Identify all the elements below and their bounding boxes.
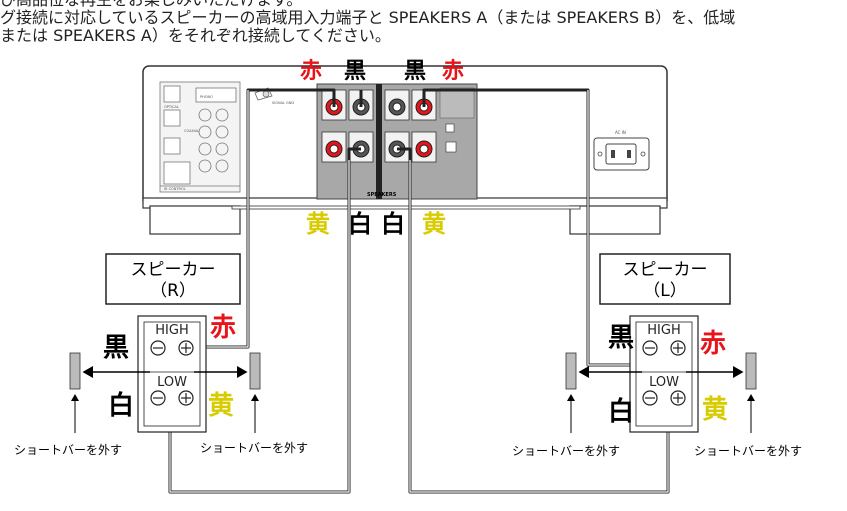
label-yellow-left: 黄: [306, 210, 330, 238]
speaker-l-shortbar-left-label: ショートバーを外す: [512, 444, 620, 458]
ac-inlet: AC IN: [593, 130, 650, 171]
speaker-r-white-label: 白: [108, 390, 134, 421]
speaker-l-red-label: 赤: [700, 329, 726, 359]
speaker-r-yellow-label: 黄: [208, 391, 234, 421]
speaker-l-black-label: 黒: [608, 323, 634, 353]
speaker-r-high-label: HIGH: [155, 323, 188, 338]
coaxial-label: COAXIAL: [184, 129, 199, 133]
intro-line-2: グ接続に対応しているスピーカーの高域用入力端子と SPEAKERS A（または …: [0, 8, 736, 27]
label-black-left: 黒: [344, 59, 366, 84]
intro-line-3: または SPEAKERS A）をそれぞれ接続してください。: [0, 26, 391, 45]
label-white-left: 白: [348, 210, 372, 238]
speaker-l-yellow-label: 黄: [702, 395, 728, 425]
speaker-l-name-line1: スピーカー: [623, 260, 708, 280]
input-jacks-area: [159, 81, 241, 193]
amp-foot-left: [149, 205, 241, 235]
speaker-r-shortbar-right-label: ショートバーを外す: [200, 441, 308, 455]
signal-gnd-label: SIGNAL GND: [272, 101, 294, 105]
speaker-r-terminal-plate: [137, 315, 207, 433]
label-yellow-right: 黄: [422, 210, 446, 238]
speaker-l-name-box: [599, 253, 731, 305]
speaker-l-shortbar-right-label: ショートバーを外す: [694, 444, 802, 458]
speaker-l-low-label: LOW: [649, 375, 679, 390]
speaker-l-shortbar-right: [686, 352, 757, 433]
ir-control-label: IR CONTROL: [164, 187, 186, 191]
speaker-l-name-line2: （L）: [643, 281, 686, 301]
amp-foot-right: [569, 205, 661, 235]
label-red-left: 赤: [300, 59, 322, 84]
speaker-l-high-label: HIGH: [647, 323, 680, 338]
speaker-l-white-label: 白: [608, 396, 634, 427]
speaker-r-shortbar-left: [69, 352, 150, 433]
speaker-r-red-label: 赤: [210, 313, 236, 343]
ac-in-label: AC IN: [615, 130, 626, 135]
speaker-r: スピーカー （R） HIGH LOW 黒 赤 白 黄 ショートバーを外す ショー…: [14, 253, 308, 457]
speaker-r-shortbar-left-label: ショートバーを外す: [14, 443, 122, 457]
speaker-r-low-label: LOW: [157, 375, 187, 390]
amplifier-rear-panel: OPTICAL COAXIAL IR CONTROL PHONO SIGNAL …: [142, 65, 668, 235]
optical-label: OPTICAL: [164, 105, 179, 109]
label-red-right: 赤: [442, 59, 464, 84]
speaker-l-terminal-plate: [629, 315, 699, 433]
speaker-l-shortbar-left: [565, 352, 642, 433]
speaker-terminal-block: SPEAKERS: [316, 83, 478, 200]
speaker-r-name-line2: （R）: [150, 281, 196, 301]
phono-label: PHONO: [200, 95, 213, 99]
label-white-right: 白: [381, 210, 405, 238]
speaker-r-black-label: 黒: [103, 333, 129, 363]
label-black-right: 黒: [404, 59, 426, 84]
speaker-r-shortbar-right: [194, 352, 261, 433]
speaker-r-name-box: [105, 253, 241, 305]
intro-line-1: び高品位な再生をお楽しみいただけます。: [0, 0, 302, 9]
speakers-label: SPEAKERS: [367, 192, 397, 198]
speaker-l: スピーカー （L） HIGH LOW 黒 赤 白 黄 ショートバーを外す ショー…: [512, 253, 802, 458]
speaker-r-name-line1: スピーカー: [131, 260, 216, 280]
